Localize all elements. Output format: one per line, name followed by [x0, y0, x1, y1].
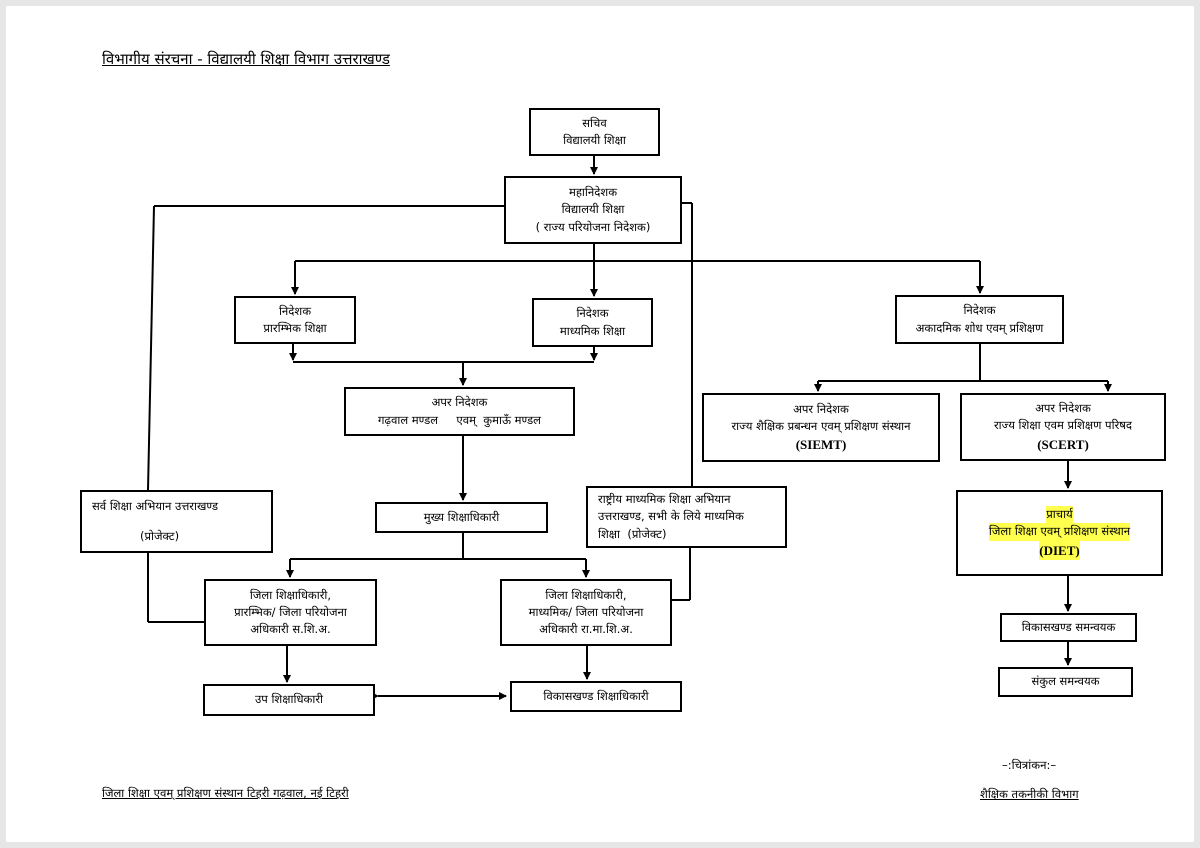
box-apar-nideshak-siemt: अपर निदेशक राज्य शैक्षिक प्रबन्धन एवम् प…: [702, 393, 940, 462]
box-apar-nideshak-scert: अपर निदेशक राज्य शिक्षा एवम प्रशिक्षण पर…: [960, 393, 1166, 461]
box-up-shikshadhikari: उप शिक्षाधिकारी: [203, 684, 375, 716]
footer-department: शैक्षिक तकनीकी विभाग: [980, 787, 1079, 801]
mahanideshak-line-2: विद्यालयी शिक्षा: [561, 202, 625, 217]
nideshak-prarambhik-line-2: प्रारम्भिक शिक्षा: [263, 321, 327, 335]
zila-madhyamik-line-2: माध्यमिक/ जिला परियोजना: [528, 604, 644, 619]
mukhya-line-1: मुख्य शिक्षाधिकारी: [423, 509, 500, 524]
siemt-line-3: (SIEMT): [795, 437, 847, 452]
diet-line-3: (DIET): [1039, 540, 1080, 560]
siemt-line-2: राज्य शैक्षिक प्रबन्धन एवम् प्रशिक्षण सं…: [731, 418, 911, 433]
box-sachiv: सचिव विद्यालयी शिक्षा: [529, 108, 660, 156]
box-sarva-shiksha: सर्व शिक्षा अभियान उत्तराखण्ड (प्रोजेक्ट…: [80, 490, 273, 553]
sachiv-line-2: विद्यालयी शिक्षा: [563, 133, 626, 147]
siemt-line-1: अपर निदेशक: [793, 401, 849, 416]
mahanideshak-line-3: ( राज्य परियोजना निदेशक): [535, 219, 651, 234]
line-down-to-sarva: [147, 205, 155, 491]
up-line-1: उप शिक्षाधिकारी: [254, 692, 324, 707]
sankul-line-1: संकुल समन्वयक: [1031, 674, 1100, 689]
sarva-line-2: (प्रोजेक्ट): [140, 528, 180, 543]
box-pracharya-diet: प्राचार्य जिला शिक्षा एवम् प्रशिक्षण संस…: [956, 490, 1163, 576]
scert-line-1: अपर निदेशक: [1035, 401, 1091, 415]
box-sankul-samanvayak: संकुल समन्वयक: [998, 667, 1133, 697]
apar-mandal-line-2: गढ़वाल मण्डल एवम् कुमाऊँ मण्डल: [378, 412, 541, 427]
box-rashtriya-madhyamik: राष्ट्रीय माध्यमिक शिक्षा अभियान उत्तराख…: [586, 486, 787, 548]
box-vikaskhand-shikshadhikari: विकासखण्ड शिक्षाधिकारी: [510, 681, 682, 712]
zila-prarambhik-line-2: प्रारम्भिक/ जिला परियोजना: [234, 604, 347, 619]
diet-line-1: प्राचार्य: [1046, 506, 1073, 524]
rashtriya-line-2: उत्तराखण्ड, सभी के लिये माध्यमिक: [598, 509, 744, 524]
nideshak-akadamik-line-2: अकादमिक शोध एवम् प्रशिक्षण: [915, 320, 1044, 335]
nideshak-prarambhik-line-1: निदेशक: [278, 303, 312, 318]
box-nideshak-prarambhik: निदेशक प्रारम्भिक शिक्षा: [234, 296, 356, 344]
footer-institution: जिला शिक्षा एवम् प्रशिक्षण संस्थान टिहरी…: [102, 786, 349, 800]
mahanideshak-line-1: महानिदेशक: [568, 185, 618, 200]
apar-mandal-line-1: अपर निदेशक: [431, 395, 488, 410]
diet-line-2: जिला शिक्षा एवम् प्रशिक्षण संस्थान: [988, 523, 1131, 541]
zila-prarambhik-line-3: अधिकारी स.शि.अ.: [250, 622, 331, 637]
zila-prarambhik-line-1: जिला शिक्षाधिकारी,: [249, 587, 332, 602]
nideshak-madhyamik-line-1: निदेशक: [576, 306, 609, 321]
zila-madhyamik-line-3: अधिकारी रा.मा.शि.अ.: [539, 622, 633, 637]
box-apar-nideshak-mandal: अपर निदेशक गढ़वाल मण्डल एवम् कुमाऊँ मण्ड…: [344, 387, 575, 436]
box-mukhya-shikshadhikari: मुख्य शिक्षाधिकारी: [375, 502, 548, 533]
chart-title: विभागीय संरचना - विद्यालयी शिक्षा विभाग …: [102, 50, 390, 68]
box-vikaskhand-samanvayak: विकासखण्ड समन्वयक: [1000, 613, 1137, 642]
nideshak-akadamik-line-1: निदेशक: [963, 303, 996, 318]
scert-line-2: राज्य शिक्षा एवम प्रशिक्षण परिषद: [993, 418, 1133, 433]
nideshak-madhyamik-line-2: माध्यमिक शिक्षा: [559, 323, 626, 338]
zila-madhyamik-line-1: जिला शिक्षाधिकारी,: [545, 587, 627, 602]
box-nideshak-akadamik: निदेशक अकादमिक शोध एवम् प्रशिक्षण: [895, 295, 1064, 344]
rashtriya-line-3: शिक्षा (प्रोजेक्ट): [598, 526, 667, 541]
vikaskhand-line-1: विकासखण्ड शिक्षाधिकारी: [543, 688, 649, 703]
sachiv-line-1: सचिव: [582, 115, 607, 130]
box-nideshak-madhyamik: निदेशक माध्यमिक शिक्षा: [532, 298, 653, 347]
scert-line-3: (SCERT): [1037, 436, 1089, 452]
box-zila-madhyamik: जिला शिक्षाधिकारी, माध्यमिक/ जिला परियोज…: [500, 579, 672, 646]
box-mahanideshak: महानिदेशक विद्यालयी शिक्षा ( राज्य परियो…: [504, 176, 682, 244]
footer-credit-label: –:चित्रांकन:–: [1002, 758, 1057, 772]
box-zila-prarambhik: जिला शिक्षाधिकारी, प्रारम्भिक/ जिला परिय…: [204, 579, 377, 646]
rashtriya-line-1: राष्ट्रीय माध्यमिक शिक्षा अभियान: [598, 492, 731, 507]
vikaskhand-samanvayak-line-1: विकासखण्ड समन्वयक: [1021, 619, 1116, 634]
sarva-line-1: सर्व शिक्षा अभियान उत्तराखण्ड: [92, 499, 218, 514]
